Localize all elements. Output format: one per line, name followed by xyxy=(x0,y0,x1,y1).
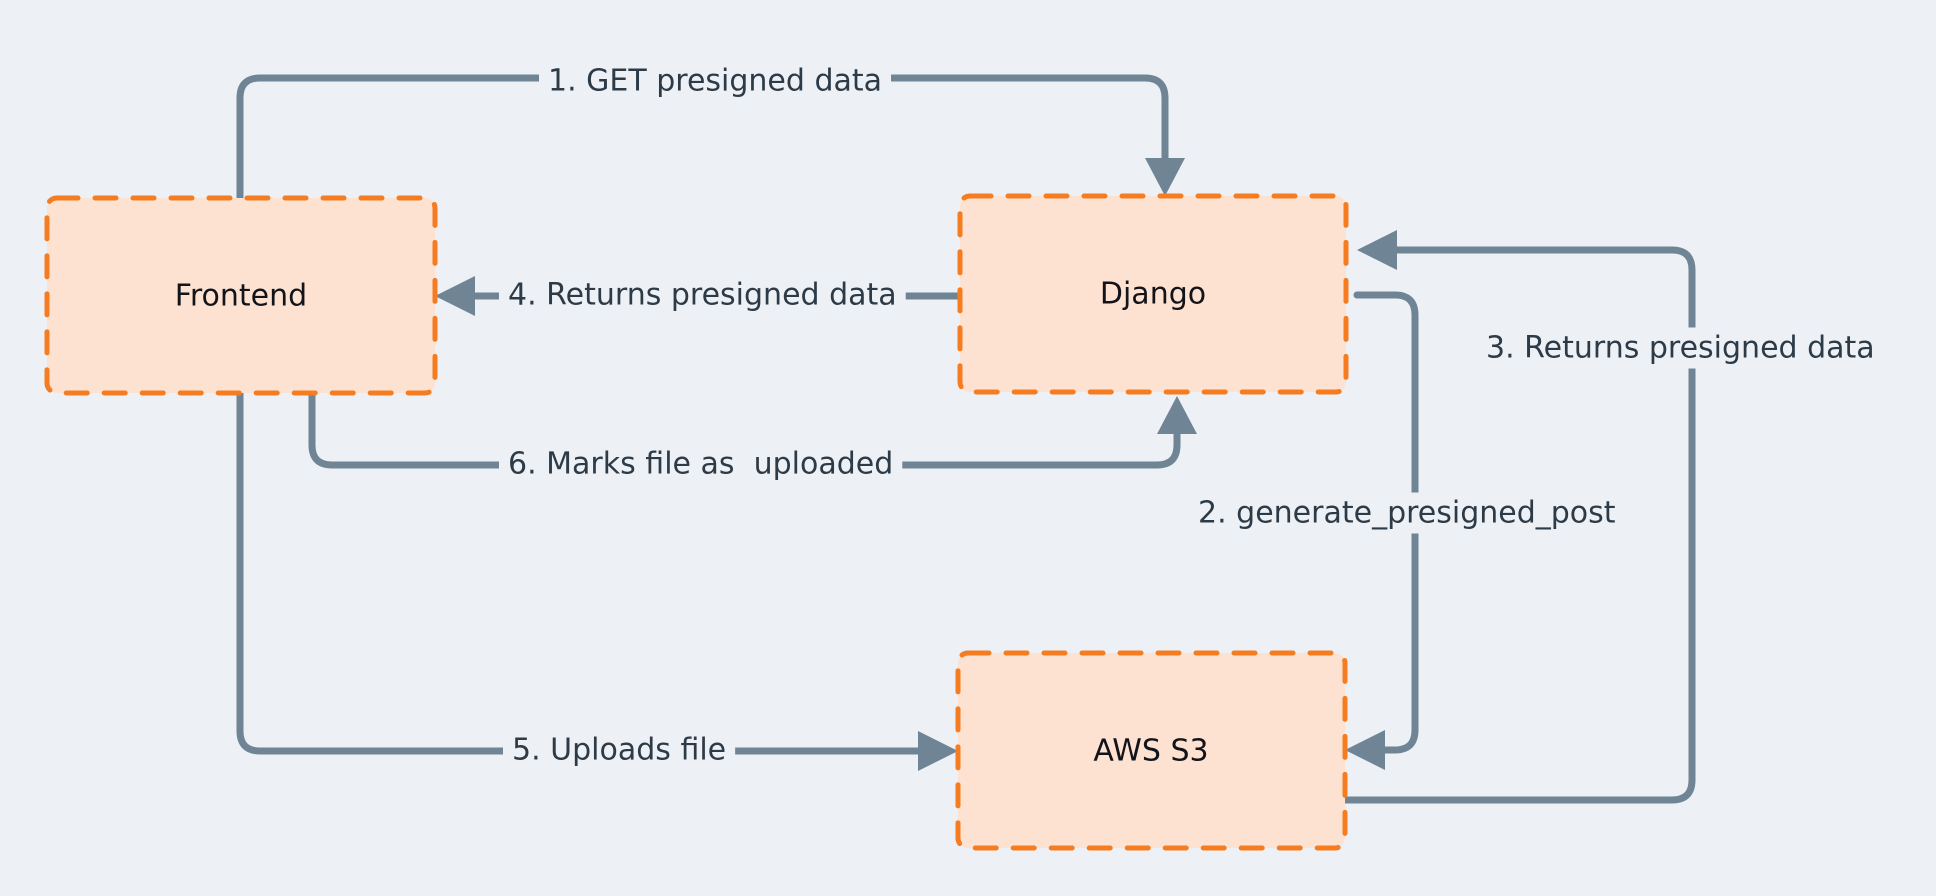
edge-1-label-backdrop xyxy=(539,60,892,102)
edge-3-returns-presigned-data: 3. Returns presigned data xyxy=(1341,230,1884,804)
edge-4-label-backdrop xyxy=(499,274,906,316)
node-aws-s3-box[interactable] xyxy=(955,650,1348,851)
edge-2-arrowhead xyxy=(1345,730,1385,770)
edge-3-arrowhead xyxy=(1357,230,1397,270)
edge-5-path xyxy=(236,389,929,755)
edge-4-label: 4. Returns presigned data xyxy=(508,278,897,313)
node-django-label: Django xyxy=(1100,277,1206,312)
node-frontend-box[interactable] xyxy=(44,195,438,396)
node-django[interactable]: Django xyxy=(957,193,1349,395)
edge-6-label: 6. Marks file as uploaded xyxy=(508,447,893,482)
node-django-box[interactable] xyxy=(957,193,1349,395)
edge-3-path xyxy=(1341,246,1696,804)
edge-5-label-backdrop xyxy=(503,729,736,771)
edge-4-returns-presigned-data: 4. Returns presigned data xyxy=(435,274,962,316)
edge-3-label: 3. Returns presigned data xyxy=(1486,331,1875,366)
edge-4-arrowhead xyxy=(435,276,475,316)
edge-6-label-backdrop xyxy=(499,443,903,485)
edge-1-get-presigned-data: 1. GET presigned data xyxy=(236,60,1185,202)
edge-2-label-backdrop xyxy=(1189,492,1625,534)
edge-5-label: 5. Uploads file xyxy=(512,733,726,768)
edge-1-arrowhead xyxy=(1145,158,1185,196)
node-frontend-label: Frontend xyxy=(175,279,307,314)
edge-1-label: 1. GET presigned data xyxy=(548,64,882,99)
edge-3-label-backdrop xyxy=(1477,327,1884,369)
edge-5-arrowhead xyxy=(918,731,958,771)
edge-2-generate-presigned-post: 2. generate_presigned_post xyxy=(1189,291,1625,770)
node-aws-s3-label: AWS S3 xyxy=(1093,734,1208,769)
node-frontend[interactable]: Frontend xyxy=(44,195,438,396)
edge-2-label: 2. generate_presigned_post xyxy=(1198,496,1616,531)
edge-6-arrowhead xyxy=(1157,396,1197,434)
edge-6-marks-file-as-uploaded: 6. Marks file as uploaded xyxy=(308,389,1197,485)
node-aws-s3[interactable]: AWS S3 xyxy=(955,650,1348,851)
edge-5-uploads-file: 5. Uploads file xyxy=(236,389,958,771)
